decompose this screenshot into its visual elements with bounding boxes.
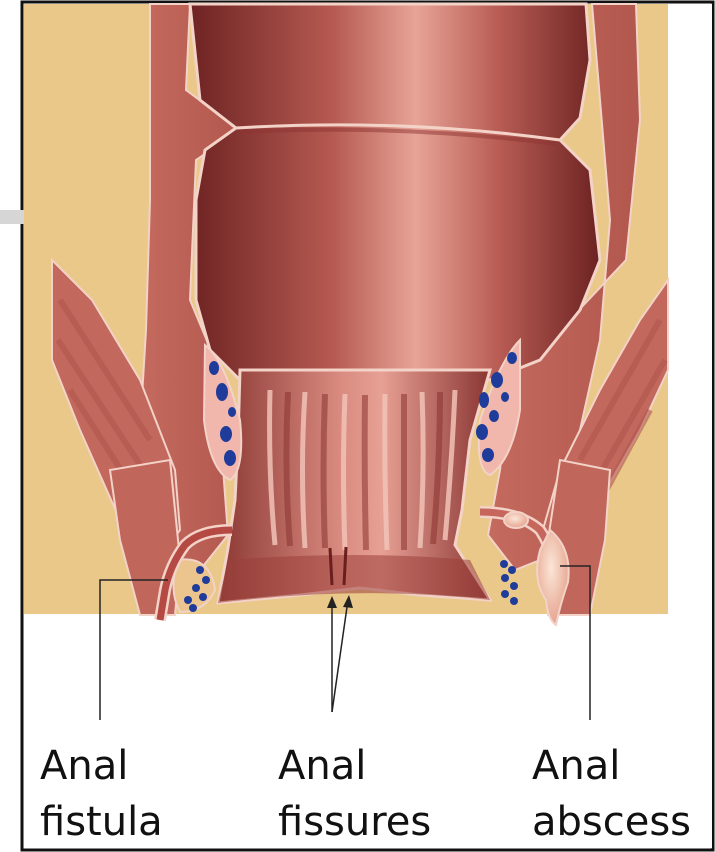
abscess-small <box>504 512 528 528</box>
label-anal-fistula: Anal fistula <box>40 738 163 850</box>
label-anal-fissures-line1: Anal <box>278 738 431 794</box>
label-anal-abscess-line2: abscess <box>532 794 691 850</box>
label-anal-fissures-line2: fissures <box>278 794 431 850</box>
margin-mark <box>0 210 24 224</box>
label-anal-fistula-line1: Anal <box>40 738 163 794</box>
fissure-mark-2 <box>344 547 346 585</box>
label-anal-fistula-line2: fistula <box>40 794 163 850</box>
label-anal-abscess: Anal abscess <box>532 738 691 850</box>
white-strip-right <box>668 4 712 614</box>
label-anal-abscess-line1: Anal <box>532 738 691 794</box>
label-anal-fissures: Anal fissures <box>278 738 431 850</box>
fissure-mark-1 <box>330 548 332 585</box>
rectum-lumen <box>190 4 600 380</box>
